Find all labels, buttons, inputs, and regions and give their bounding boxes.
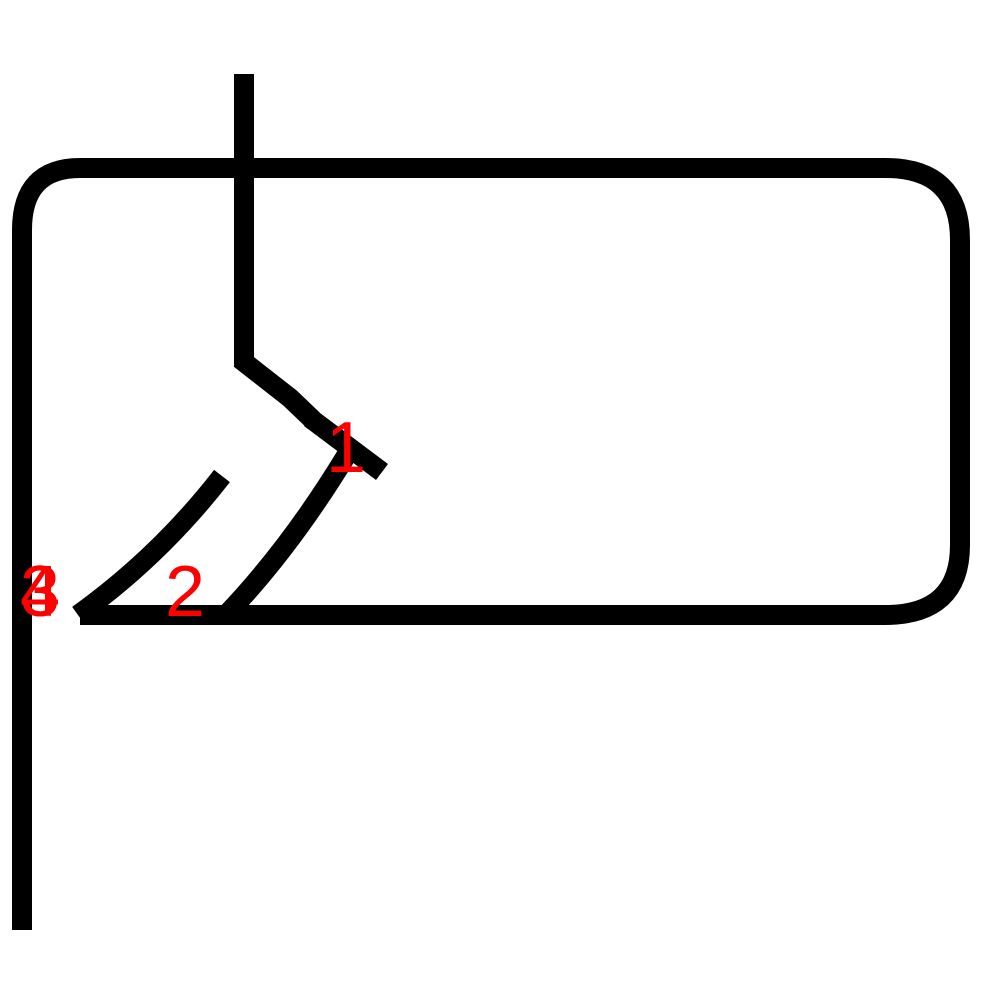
short-diagonal-stroke	[304, 410, 388, 480]
inner-curve-left	[72, 469, 230, 624]
rounded-box-outline	[12, 158, 970, 625]
label-2: 2	[165, 552, 205, 632]
inner-curve-right	[218, 450, 355, 622]
label-4: 4	[20, 552, 60, 632]
top-lead-line	[234, 74, 320, 428]
label-3: 3	[20, 552, 60, 632]
label-1: 1	[326, 408, 366, 488]
